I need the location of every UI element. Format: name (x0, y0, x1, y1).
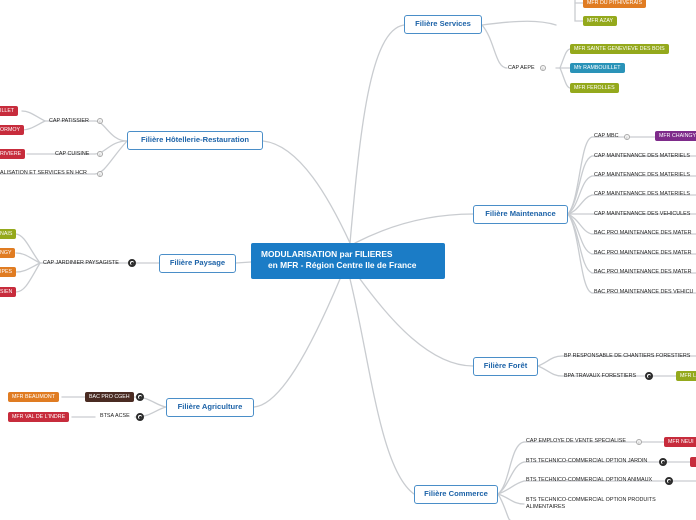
tag-mfr-nais[interactable]: NAIS (0, 229, 17, 239)
central-topic-line1: MODULARISATION par FILIERES (261, 249, 393, 259)
label-bts-option-jardin[interactable]: BTS TECHNICO-COMMERCIAL OPTION JARDIN (526, 458, 648, 464)
tag-mfr-ipes[interactable]: IPES (0, 267, 17, 277)
label-cap-jardinier-paysagiste[interactable]: CAP JARDINIER PAYSAGISTE (43, 260, 119, 266)
tag-mfr-ngy[interactable]: NGY (0, 248, 16, 258)
collapse-toggle[interactable]: i (97, 118, 103, 124)
label-btsa-acse[interactable]: BTSA ACSE (100, 413, 130, 419)
label-commercialisation-hcr[interactable]: ALISATION ET SERVICES EN HCR (0, 170, 87, 176)
label-cap-employe-vente[interactable]: CAP EMPLOYE DE VENTE SPECIALISE (526, 438, 626, 444)
globe-icon[interactable] (136, 393, 144, 401)
label-maintenance-item[interactable]: BAC PRO MAINTENANCE DES MATER (594, 269, 692, 275)
label-maintenance-item[interactable]: CAP MAINTENANCE DES MATERIELS (594, 172, 690, 178)
branch-filiere-hotellerie[interactable]: Filière Hôtellerie-Restauration (127, 131, 263, 150)
tag-mfr-rambouillet[interactable]: Mfr RAMBOUILLET (570, 63, 625, 73)
label-maintenance-item[interactable]: CAP MAINTENANCE DES MATERIELS (594, 191, 690, 197)
tag-mfr-riviere[interactable]: RIVIERE (0, 149, 26, 159)
tag-mfr-illet[interactable]: ILLET (0, 106, 19, 116)
label-maintenance-item[interactable]: CAP MAINTENANCE DES MATERIELS (594, 153, 690, 159)
label-bts-option-produits[interactable]: BTS TECHNICO-COMMERCIAL OPTION PRODUITS (526, 497, 656, 503)
label-cap-patissier[interactable]: CAP PATISSIER (49, 118, 89, 124)
branch-filiere-maintenance[interactable]: Filière Maintenance (473, 205, 568, 224)
globe-icon[interactable] (128, 259, 136, 267)
tag-mfr-val-de-lindre[interactable]: MFR VAL DE L'INDRE (8, 412, 70, 422)
label-bts-option-produits-cont[interactable]: ALIMENTAIRES (526, 504, 566, 510)
collapse-toggle[interactable]: i (97, 151, 103, 157)
globe-icon[interactable] (659, 458, 667, 466)
tag-mfr-ferolles[interactable]: MFR FEROLLES (570, 83, 619, 93)
tag-mfr-azay[interactable]: MFR AZAY (583, 16, 618, 26)
label-maintenance-item[interactable]: BAC PRO MAINTENANCE DES MATER (594, 250, 692, 256)
branch-filiere-agriculture[interactable]: Filière Agriculture (166, 398, 254, 417)
collapse-toggle[interactable]: i (636, 439, 642, 445)
label-bts-option-animaux[interactable]: BTS TECHNICO-COMMERCIAL OPTION ANIMAUX (526, 477, 653, 483)
tag-mfr-ormoy[interactable]: ORMOY (0, 125, 25, 135)
branch-filiere-commerce[interactable]: Filière Commerce (414, 485, 498, 504)
tag-cut-off[interactable] (690, 457, 696, 467)
globe-icon[interactable] (665, 477, 673, 485)
tag-mfr-beaumont[interactable]: MFR BEAUMONT (8, 392, 59, 402)
label-cap-cuisine[interactable]: CAP CUISINE (55, 151, 90, 157)
label-maintenance-item[interactable]: CAP MAINTENANCE DES VEHICULES (594, 211, 691, 217)
label-cap-mbc[interactable]: CAP MBC (594, 133, 619, 139)
branch-filiere-services[interactable]: Filière Services (404, 15, 482, 34)
label-bp-responsable-chantiers[interactable]: BP RESPONSABLE DE CHANTIERS FORESTIERS (564, 353, 691, 359)
globe-icon[interactable] (136, 413, 144, 421)
central-topic-line2: en MFR - Région Centre Ile de France (268, 260, 417, 270)
central-topic[interactable]: MODULARISATION par FILIERES en MFR - Rég… (251, 243, 445, 279)
tag-mfr-sien[interactable]: SIEN (0, 287, 17, 297)
tag-mfr-pithiverais[interactable]: MFR DU PITHIVERAIS (583, 0, 647, 8)
collapse-toggle[interactable]: i (540, 65, 546, 71)
tag-mfr-chaingy[interactable]: MFR CHAINGY (655, 131, 696, 141)
tag-mfr-neui[interactable]: MFR NEUI (664, 437, 696, 447)
globe-icon[interactable] (645, 372, 653, 380)
label-cap-aepe[interactable]: CAP AEPE (508, 65, 535, 71)
tag-mfr-l[interactable]: MFR L (676, 371, 696, 381)
branch-filiere-paysage[interactable]: Filière Paysage (159, 254, 236, 273)
collapse-toggle[interactable]: i (624, 134, 630, 140)
tag-mfr-sainte-genevieve[interactable]: MFR SAINTE GENEVIEVE DES BOIS (570, 44, 669, 54)
collapse-toggle[interactable]: i (97, 171, 103, 177)
label-maintenance-item[interactable]: BAC PRO MAINTENANCE DES MATER (594, 230, 692, 236)
branch-filiere-foret[interactable]: Filière Forêt (473, 357, 538, 376)
label-bpa-travaux-forestiers[interactable]: BPA TRAVAUX FORESTIERS (564, 373, 637, 379)
label-maintenance-item[interactable]: BAC PRO MAINTENANCE DES VEHICU (594, 289, 694, 295)
tag-bac-pro-cgeh[interactable]: BAC PRO CGEH (85, 392, 134, 402)
